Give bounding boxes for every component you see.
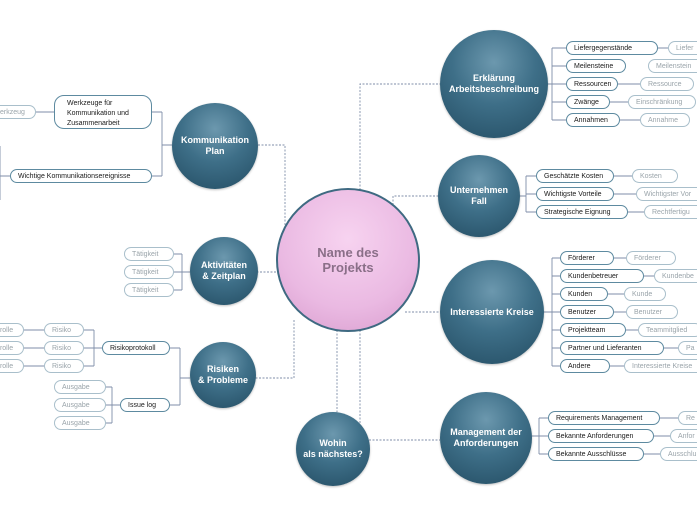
item-taetigkeit-2[interactable]: Tätigkeit <box>124 265 174 279</box>
sub-kontrolle-3[interactable]: trolle <box>0 359 24 373</box>
item-kunden[interactable]: Kunden <box>560 287 608 301</box>
sub-ressource[interactable]: Ressource <box>640 77 694 91</box>
sub-interessierte-kreise[interactable]: Interessierte Kreise <box>624 359 697 373</box>
sub-kundenbetreuer[interactable]: Kundenbe <box>654 269 697 283</box>
item-issue-log[interactable]: Issue log <box>120 398 170 412</box>
item-strategische-eignung[interactable]: Strategische Eignung <box>536 205 628 219</box>
node-aktivitaeten[interactable]: Aktivitäten & Zeitplan <box>190 237 258 305</box>
item-ressourcen[interactable]: Ressourcen <box>566 77 618 91</box>
sub-benutzer[interactable]: Benutzer <box>626 305 678 319</box>
central-topic[interactable]: Name des Projekts <box>276 188 420 332</box>
item-risiko-1[interactable]: Risiko <box>44 323 84 337</box>
item-taetigkeit-3[interactable]: Tätigkeit <box>124 283 174 297</box>
node-anforderungen[interactable]: Management der Anforderungen <box>440 392 532 484</box>
item-kommunikationsereignisse[interactable]: Wichtige Kommunikationsereignisse <box>10 169 152 183</box>
item-zwaenge[interactable]: Zwänge <box>566 95 610 109</box>
item-benutzer[interactable]: Benutzer <box>560 305 614 319</box>
sub-einschraenkung[interactable]: Einschränkung <box>628 95 696 109</box>
item-ausgabe-2[interactable]: Ausgabe <box>54 398 106 412</box>
item-bekannte-ausschluesse[interactable]: Bekannte Ausschlüsse <box>548 447 644 461</box>
sub-wichtigster-vorteil[interactable]: Wichtigster Vor <box>636 187 697 201</box>
item-werkzeuge[interactable]: Werkzeuge für Kommunikation und Zusammen… <box>54 95 152 129</box>
item-foerderer[interactable]: Förderer <box>560 251 614 265</box>
sub-werkzeug[interactable]: erkzeug <box>0 105 36 119</box>
sub-anforderung[interactable]: Anfor <box>670 429 697 443</box>
sub-kontrolle-1[interactable]: trolle <box>0 323 24 337</box>
node-interessierte-kreise[interactable]: Interessierte Kreise <box>440 260 544 364</box>
item-annahmen[interactable]: Annahmen <box>566 113 620 127</box>
sub-requirements[interactable]: Re <box>678 411 697 425</box>
sub-rechtfertigung[interactable]: Rechtfertigu <box>644 205 697 219</box>
sub-liefer[interactable]: Liefer <box>668 41 697 55</box>
item-taetigkeit-1[interactable]: Tätigkeit <box>124 247 174 261</box>
item-andere[interactable]: Andere <box>560 359 610 373</box>
item-ausgabe-3[interactable]: Ausgabe <box>54 416 106 430</box>
sub-annahme[interactable]: Annahme <box>640 113 690 127</box>
sub-meilenstein[interactable]: Meilenstein <box>648 59 697 73</box>
node-erklaerung[interactable]: Erklärung Arbeitsbeschreibung <box>440 30 548 138</box>
item-risiko-3[interactable]: Risiko <box>44 359 84 373</box>
sub-ausschluss[interactable]: Ausschlu <box>660 447 697 461</box>
item-requirements-management[interactable]: Requirements Management <box>548 411 660 425</box>
sub-teammitglied[interactable]: Teammitglied <box>638 323 697 337</box>
item-bekannte-anforderungen[interactable]: Bekannte Anforderungen <box>548 429 654 443</box>
item-meilensteine[interactable]: Meilensteine <box>566 59 626 73</box>
node-kommunikation[interactable]: Kommunikation Plan <box>172 103 258 189</box>
node-risiken[interactable]: Risiken & Probleme <box>190 342 256 408</box>
sub-partner[interactable]: Pa <box>678 341 697 355</box>
item-partner-lieferanten[interactable]: Partner und Lieferanten <box>560 341 664 355</box>
item-risikoprotokoll[interactable]: Risikoprotokoll <box>102 341 170 355</box>
node-unternehmen[interactable]: Unternehmen Fall <box>438 155 520 237</box>
item-projektteam[interactable]: Projektteam <box>560 323 626 337</box>
sub-kosten[interactable]: Kosten <box>632 169 678 183</box>
item-risiko-2[interactable]: Risiko <box>44 341 84 355</box>
sub-kunde[interactable]: Kunde <box>624 287 666 301</box>
sub-foerderer[interactable]: Förderer <box>626 251 676 265</box>
item-kundenbetreuer[interactable]: Kundenbetreuer <box>560 269 644 283</box>
item-geschaetzte-kosten[interactable]: Geschätzte Kosten <box>536 169 614 183</box>
item-liefergegenstaende[interactable]: Liefergegenstände <box>566 41 658 55</box>
item-ausgabe-1[interactable]: Ausgabe <box>54 380 106 394</box>
item-wichtigste-vorteile[interactable]: Wichtigste Vorteile <box>536 187 614 201</box>
sub-kontrolle-2[interactable]: trolle <box>0 341 24 355</box>
node-wohin[interactable]: Wohin als nächstes? <box>296 412 370 486</box>
